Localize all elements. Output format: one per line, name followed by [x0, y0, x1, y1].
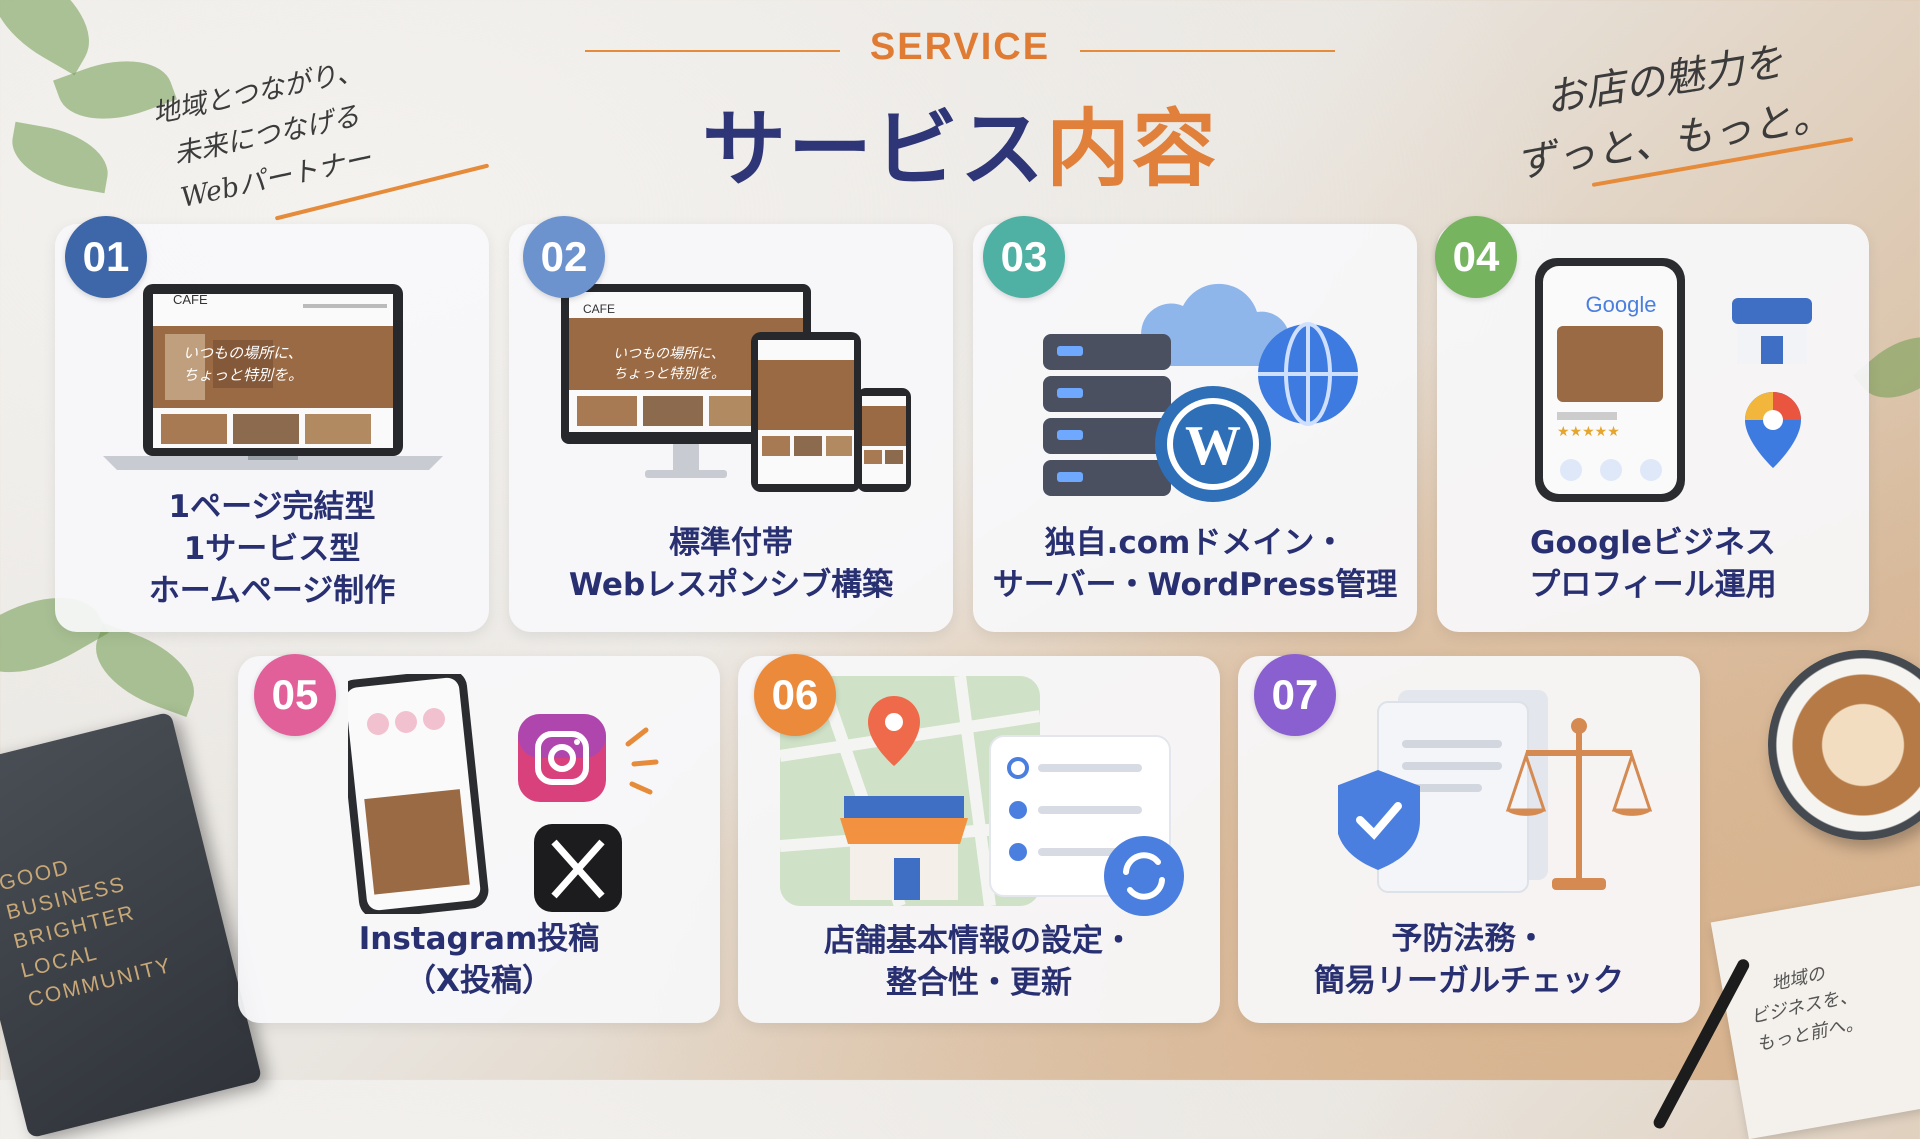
service-title-07: 予防法務・ 簡易リーガルチェック [1314, 921, 1624, 999]
service-card-05[interactable]: 05 Instagram投稿 （X投稿） [238, 654, 720, 1023]
service-card-04[interactable]: ★★★★★ Google 04 Googleビジネス プロフィール運用 [1435, 216, 1869, 632]
service-title-03: 独自.comドメイン・ サーバー・WordPress管理 [992, 525, 1398, 603]
service-card-02[interactable]: CAFE いつもの場所に、ちょっと特別を。 02 標準付帯 Webレスポンシブ構… [509, 216, 953, 632]
service-title-04: Googleビジネス プロフィール運用 [1529, 525, 1777, 603]
svg-text:★★★★★: ★★★★★ [1557, 424, 1620, 440]
mockup-hero-text: いつもの場所に、ちょっと特別を。 [183, 344, 304, 384]
badge-01: 01 [65, 216, 147, 298]
service-card-01[interactable]: CAFE いつもの場所に、ちょっと特別を。 01 1ページ完結型 1サービス型 … [55, 216, 489, 632]
svg-text:W: W [1185, 415, 1241, 477]
badge-07: 07 [1254, 654, 1336, 736]
badge-04: 04 [1435, 216, 1517, 298]
mockup-hero-text: いつもの場所に、ちょっと特別を。 [613, 346, 725, 382]
google-wordmark: Google [1585, 292, 1657, 317]
header-rule-right [1080, 50, 1335, 52]
service-card-03[interactable]: W 03 独自.comドメイン・ サーバー・WordPress管理 [973, 216, 1417, 632]
page-title-main: サービス [701, 100, 1046, 198]
instagram-x-icon [348, 674, 668, 914]
legal-scale-shield-icon [1338, 690, 1658, 900]
service-title-05: Instagram投稿 （X投稿） [358, 921, 600, 999]
google-business-phone-icon: ★★★★★ [1527, 258, 1837, 508]
laptop-website-icon [103, 278, 443, 478]
service-title-06: 店舗基本情報の設定・ 整合性・更新 [824, 923, 1134, 1001]
leaf-decoration [83, 622, 207, 718]
badge-05: 05 [254, 654, 336, 736]
service-card-06[interactable]: 06 店舗基本情報の設定・ 整合性・更新 [738, 654, 1220, 1023]
mockup-brand: CAFE [583, 302, 616, 316]
service-title-02: 標準付帯 Webレスポンシブ構築 [568, 525, 894, 603]
responsive-devices-icon [561, 284, 911, 504]
header-rule-left [585, 50, 840, 52]
section-label: SERVICE [869, 26, 1051, 68]
page-title-accent: 内容 [1046, 100, 1219, 198]
badge-03: 03 [983, 216, 1065, 298]
badge-06: 06 [754, 654, 836, 736]
service-card-07[interactable]: 07 予防法務・ 簡易リーガルチェック [1238, 654, 1700, 1023]
page-title: サービス内容 [0, 82, 1920, 203]
store-map-info-icon [780, 676, 1200, 926]
server-cloud-wordpress-icon: W [1033, 254, 1373, 504]
service-title-01: 1ページ完結型 1サービス型 ホームページ制作 [148, 489, 396, 609]
mockup-brand: CAFE [173, 292, 208, 307]
badge-02: 02 [523, 216, 605, 298]
coffee-cup [1768, 650, 1920, 840]
